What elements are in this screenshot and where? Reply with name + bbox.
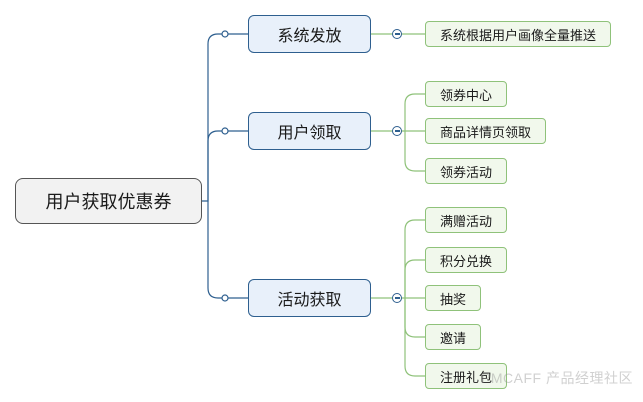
connector-b3-l5 xyxy=(404,298,425,377)
connector-b2-l3 xyxy=(404,131,425,172)
connector-b3-l4 xyxy=(404,298,425,338)
joint-dot-branch-2 xyxy=(221,127,229,135)
leaf-node[interactable]: 注册礼包 xyxy=(425,363,508,389)
collapse-toggle-branch-3[interactable] xyxy=(392,293,402,303)
connector-b3-l2 xyxy=(404,259,425,298)
leaf-node[interactable]: 领券活动 xyxy=(425,158,508,184)
connector-root-branch-3 xyxy=(207,201,248,299)
collapse-toggle-branch-2[interactable] xyxy=(392,126,402,136)
leaf-node[interactable]: 商品详情页领取 xyxy=(425,118,547,144)
leaf-node[interactable]: 领券中心 xyxy=(425,81,508,107)
leaf-node[interactable]: 邀请 xyxy=(425,324,482,350)
joint-dot-branch-3 xyxy=(221,294,229,302)
connector-root-branch-1 xyxy=(202,33,248,202)
root-node[interactable]: 用户获取优惠券 xyxy=(15,178,202,224)
collapse-toggle-branch-1[interactable] xyxy=(392,29,402,39)
connector-b2-l1 xyxy=(371,93,425,132)
connector-root-branch-2 xyxy=(207,130,248,201)
leaf-node[interactable]: 满赠活动 xyxy=(425,207,508,233)
connector-b3-l1 xyxy=(371,219,425,299)
branch-node-activity-get[interactable]: 活动获取 xyxy=(248,279,371,317)
leaf-node[interactable]: 系统根据用户画像全量推送 xyxy=(425,21,612,47)
watermark: PMCAFF 产品经理社区 xyxy=(481,370,633,386)
leaf-node[interactable]: 抽奖 xyxy=(425,285,482,311)
branch-node-system-issue[interactable]: 系统发放 xyxy=(248,15,371,53)
joint-dot-branch-1 xyxy=(221,30,229,38)
leaf-node[interactable]: 积分兑换 xyxy=(425,247,508,273)
branch-node-user-claim[interactable]: 用户领取 xyxy=(248,112,371,150)
